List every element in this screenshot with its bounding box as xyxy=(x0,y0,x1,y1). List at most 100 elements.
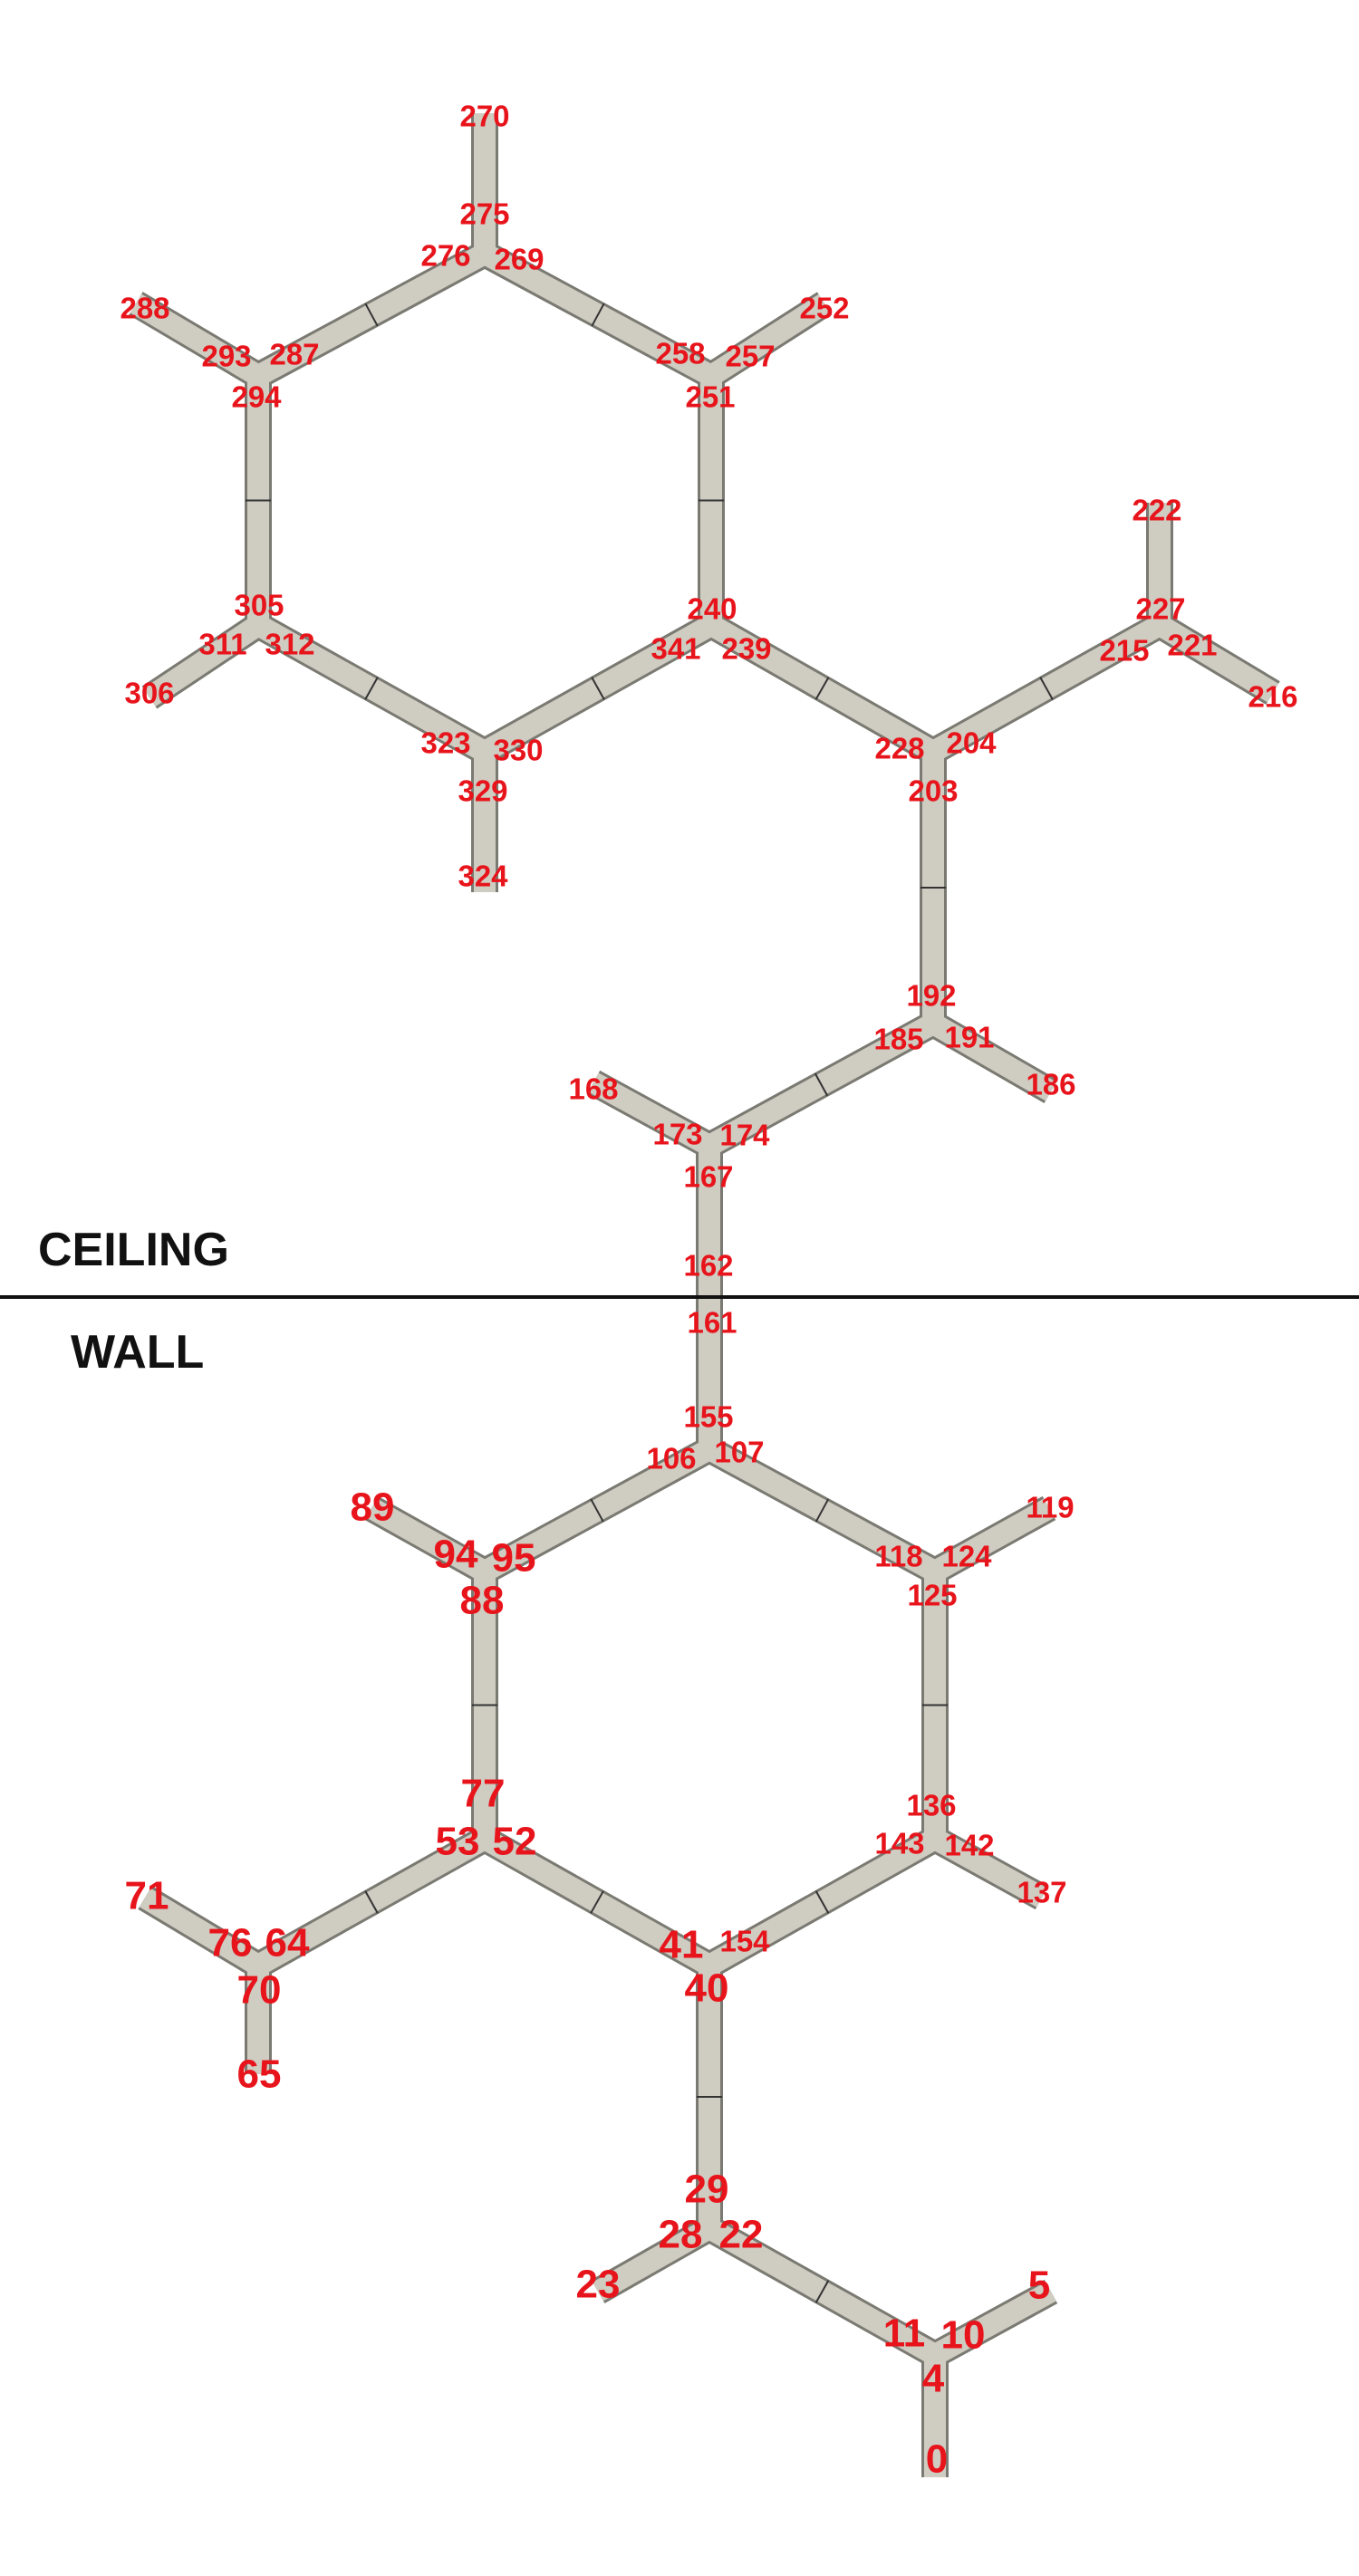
node-label-11: 11 xyxy=(883,2312,926,2356)
node-label-341: 341 xyxy=(651,632,700,666)
pipe-joint-tick xyxy=(364,303,379,327)
node-label-107: 107 xyxy=(714,1436,764,1469)
node-label-106: 106 xyxy=(646,1442,696,1475)
node-label-64: 64 xyxy=(265,1921,310,1966)
node-label-287: 287 xyxy=(269,338,319,371)
node-label-71: 71 xyxy=(125,1874,169,1918)
wall-section-label: WALL xyxy=(71,1326,204,1379)
pipe-joint-tick xyxy=(591,677,605,700)
node-label-28: 28 xyxy=(659,2213,703,2257)
node-label-76: 76 xyxy=(208,1921,253,1966)
node-label-251: 251 xyxy=(685,380,735,414)
node-label-154: 154 xyxy=(719,1925,770,1958)
node-label-136: 136 xyxy=(906,1789,956,1822)
node-label-240: 240 xyxy=(687,592,737,626)
ceiling-section-label: CEILING xyxy=(38,1224,229,1276)
pipe-segment xyxy=(588,1072,715,1156)
node-label-143: 143 xyxy=(874,1827,924,1860)
node-label-203: 203 xyxy=(908,774,958,808)
pipe-joint-tick xyxy=(814,1890,830,1914)
node-label-155: 155 xyxy=(683,1400,733,1434)
node-label-294: 294 xyxy=(231,380,282,414)
pipe-joint-tick xyxy=(364,677,379,700)
pipe-joint-tick xyxy=(814,2280,830,2303)
node-label-124: 124 xyxy=(941,1540,992,1573)
node-label-65: 65 xyxy=(237,2052,282,2097)
node-label-88: 88 xyxy=(460,1579,505,1623)
node-label-191: 191 xyxy=(944,1021,994,1054)
node-label-324: 324 xyxy=(458,860,508,893)
node-label-95: 95 xyxy=(492,1536,536,1581)
pipe-segment xyxy=(930,1498,1055,1581)
node-label-10: 10 xyxy=(941,2313,986,2358)
node-label-329: 329 xyxy=(458,774,507,808)
node-label-185: 185 xyxy=(873,1023,923,1056)
node-label-173: 173 xyxy=(652,1118,702,1151)
node-label-227: 227 xyxy=(1135,592,1185,626)
node-labels: 270 275 276 269 288 293 287 294 252 258 … xyxy=(120,100,1297,2482)
node-label-162: 162 xyxy=(683,1249,733,1283)
node-label-186: 186 xyxy=(1026,1068,1075,1101)
pipe-joint-tick xyxy=(814,677,830,700)
pipe-joints xyxy=(246,303,1054,2303)
pipe-joint-tick xyxy=(364,1890,379,1914)
pipe-joint-tick xyxy=(590,1498,604,1523)
node-label-161: 161 xyxy=(687,1306,737,1340)
node-label-252: 252 xyxy=(799,292,849,325)
node-label-52: 52 xyxy=(493,1820,537,1864)
node-label-228: 228 xyxy=(874,732,924,765)
node-label-29: 29 xyxy=(685,2167,729,2212)
pipe-segment xyxy=(705,293,831,386)
pipe-segment xyxy=(366,1498,490,1581)
pipe-joint-tick xyxy=(814,1072,829,1097)
node-label-275: 275 xyxy=(459,197,509,231)
node-label-269: 269 xyxy=(494,243,544,276)
node-label-270: 270 xyxy=(459,100,509,133)
node-label-142: 142 xyxy=(944,1829,994,1862)
node-label-306: 306 xyxy=(124,677,174,710)
pipe-joint-tick xyxy=(1039,677,1054,700)
node-label-204: 204 xyxy=(946,726,997,760)
pipe-segment xyxy=(143,616,265,706)
node-label-174: 174 xyxy=(719,1119,770,1152)
node-label-119: 119 xyxy=(1026,1491,1074,1524)
node-label-0: 0 xyxy=(926,2437,948,2482)
node-label-23: 23 xyxy=(576,2263,621,2307)
node-label-305: 305 xyxy=(234,589,284,622)
node-label-239: 239 xyxy=(721,632,771,666)
pipe-segment xyxy=(593,2218,715,2302)
node-label-70: 70 xyxy=(237,1968,282,2013)
node-label-22: 22 xyxy=(719,2213,764,2257)
node-label-118: 118 xyxy=(874,1540,922,1573)
node-label-276: 276 xyxy=(420,239,470,273)
node-label-4: 4 xyxy=(922,2357,945,2401)
node-label-222: 222 xyxy=(1132,494,1181,527)
node-label-216: 216 xyxy=(1248,680,1297,714)
node-label-168: 168 xyxy=(568,1072,618,1106)
node-label-125: 125 xyxy=(907,1579,957,1612)
node-label-137: 137 xyxy=(1017,1876,1066,1909)
node-label-221: 221 xyxy=(1167,629,1217,662)
pipe-segment xyxy=(1153,615,1279,703)
node-label-89: 89 xyxy=(351,1485,395,1530)
node-label-257: 257 xyxy=(725,340,775,373)
node-label-167: 167 xyxy=(683,1160,733,1194)
pipe-joint-tick xyxy=(590,1890,604,1914)
node-label-77: 77 xyxy=(461,1772,506,1816)
node-label-293: 293 xyxy=(201,340,251,373)
pipe-segment xyxy=(139,1888,265,1975)
node-label-94: 94 xyxy=(434,1533,478,1577)
node-label-40: 40 xyxy=(685,1966,729,2011)
node-label-288: 288 xyxy=(120,292,169,325)
pipe-joint-tick xyxy=(591,303,605,327)
node-label-192: 192 xyxy=(906,979,956,1013)
node-label-323: 323 xyxy=(420,726,470,760)
pipe-segment xyxy=(928,1014,1056,1101)
node-label-312: 312 xyxy=(265,628,314,661)
node-label-330: 330 xyxy=(493,734,543,767)
pipe-segment xyxy=(930,2282,1056,2365)
node-label-258: 258 xyxy=(655,337,705,370)
node-label-311: 311 xyxy=(198,628,246,661)
